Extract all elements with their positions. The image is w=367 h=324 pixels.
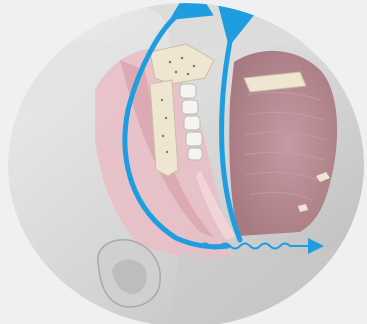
anatomy-illustration (0, 0, 367, 324)
head-cross-section-figure (0, 0, 367, 324)
